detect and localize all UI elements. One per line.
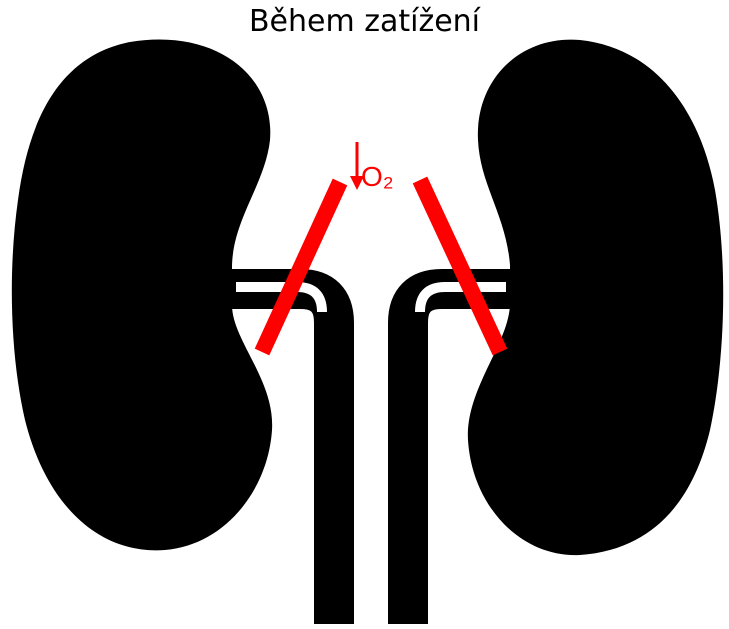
page-title: Během zatížení [0,4,729,39]
oxygen-label: O₂ [361,161,394,192]
right-indicator-bar [420,180,500,352]
